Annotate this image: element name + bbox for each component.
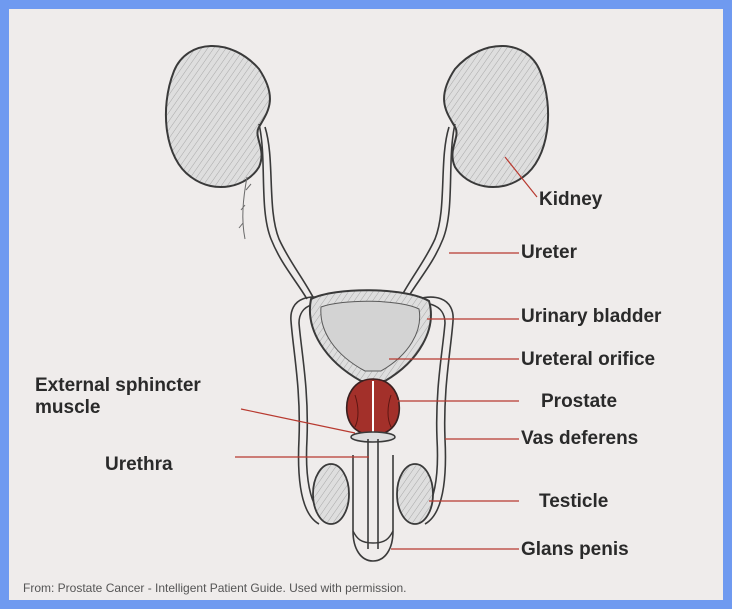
label-external-sphincter: External sphincter muscle <box>35 375 201 419</box>
source-caption: From: Prostate Cancer - Intelligent Pati… <box>23 581 407 595</box>
urinary-tract-illustration <box>9 9 723 600</box>
label-glans-penis: Glans penis <box>521 539 629 561</box>
right-kidney <box>444 46 548 187</box>
external-sphincter <box>351 432 395 442</box>
left-kidney <box>166 46 270 187</box>
label-ureter: Ureter <box>521 242 577 264</box>
label-external-sphincter-line2: muscle <box>35 397 100 418</box>
penis <box>353 455 393 561</box>
label-vas-deferens: Vas deferens <box>521 428 638 450</box>
right-testicle <box>397 464 433 524</box>
left-testicle <box>313 464 349 524</box>
label-urinary-bladder: Urinary bladder <box>521 306 661 328</box>
label-ureteral-orifice: Ureteral orifice <box>521 349 655 371</box>
label-kidney: Kidney <box>539 189 602 211</box>
label-external-sphincter-line1: External sphincter <box>35 375 201 396</box>
glans-penis <box>353 531 393 543</box>
sphincter-pointer <box>241 409 355 433</box>
label-prostate: Prostate <box>541 391 617 413</box>
left-ureter <box>259 124 307 299</box>
label-testicle: Testicle <box>539 491 608 513</box>
right-ureter <box>407 124 455 299</box>
label-urethra: Urethra <box>105 454 173 476</box>
